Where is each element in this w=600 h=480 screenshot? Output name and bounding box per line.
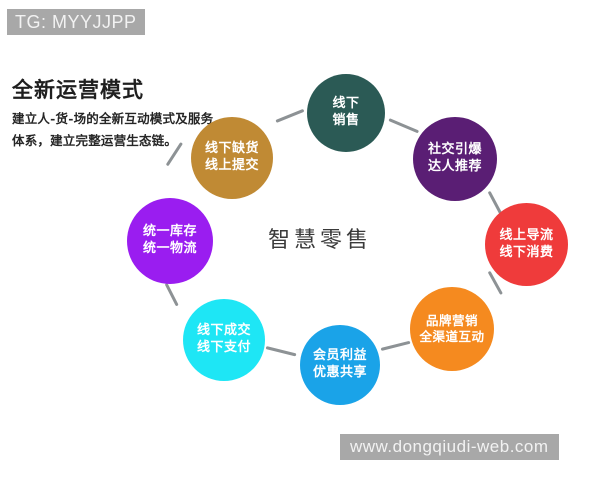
center-label: 智慧零售	[268, 228, 373, 253]
node-member-benefits[interactable]: 会员利益优惠共享	[300, 325, 380, 405]
node-label-line2: 达人推荐	[427, 159, 482, 174]
node-label-line2: 线下消费	[499, 244, 554, 260]
node-label-line1: 统一库存	[142, 224, 197, 240]
page-title: 全新运营模式	[12, 78, 144, 102]
node-out-of-stock-online[interactable]: 线下缺货线上提交	[191, 117, 273, 199]
node-label-line2: 线上提交	[204, 158, 259, 173]
node-online-to-offline[interactable]: 线上导流线下消费	[485, 203, 568, 286]
link-brand-to-member	[380, 340, 411, 351]
watermark-top: TG: MYYJJPP	[7, 9, 145, 35]
node-offline-payment[interactable]: 线下成交线下支付	[183, 299, 265, 381]
link-sales-to-social	[388, 118, 420, 134]
node-label-line2: 优惠共享	[312, 365, 367, 380]
node-label-line2: 全渠道互动	[419, 329, 485, 344]
node-label-line1: 社交引爆	[427, 142, 482, 158]
link-stock-to-sales	[275, 108, 305, 123]
description-body: 建立人-货-场的全新互动模式及服务体系，建立完整运营生态链。	[12, 111, 214, 148]
node-label-line2: 统一物流	[142, 241, 197, 256]
node-offline-sales[interactable]: 线下销售	[307, 74, 385, 152]
node-label-line2: 线下支付	[196, 340, 251, 355]
node-label-line1: 线下成交	[196, 323, 251, 339]
link-member-to-payment	[265, 346, 297, 357]
node-label-line1: 会员利益	[312, 348, 367, 364]
node-label-line1: 线下缺货	[204, 141, 259, 157]
node-label-line1: 线上导流	[499, 227, 554, 243]
node-label-line1: 品牌营销	[425, 313, 478, 328]
node-label-line2: 销售	[332, 113, 360, 128]
node-brand-marketing[interactable]: 品牌营销全渠道互动	[410, 287, 494, 371]
node-social-influencer[interactable]: 社交引爆达人推荐	[413, 117, 497, 201]
description-block: 全新运营模式 建立人-货-场的全新互动模式及服务体系，建立完整运营生态链。	[12, 78, 222, 151]
link-payment-to-stock	[164, 282, 179, 307]
node-label-line1: 线下	[332, 96, 360, 112]
node-unified-inventory[interactable]: 统一库存统一物流	[127, 198, 213, 284]
watermark-bottom: www.dongqiudi-web.com	[340, 434, 559, 460]
